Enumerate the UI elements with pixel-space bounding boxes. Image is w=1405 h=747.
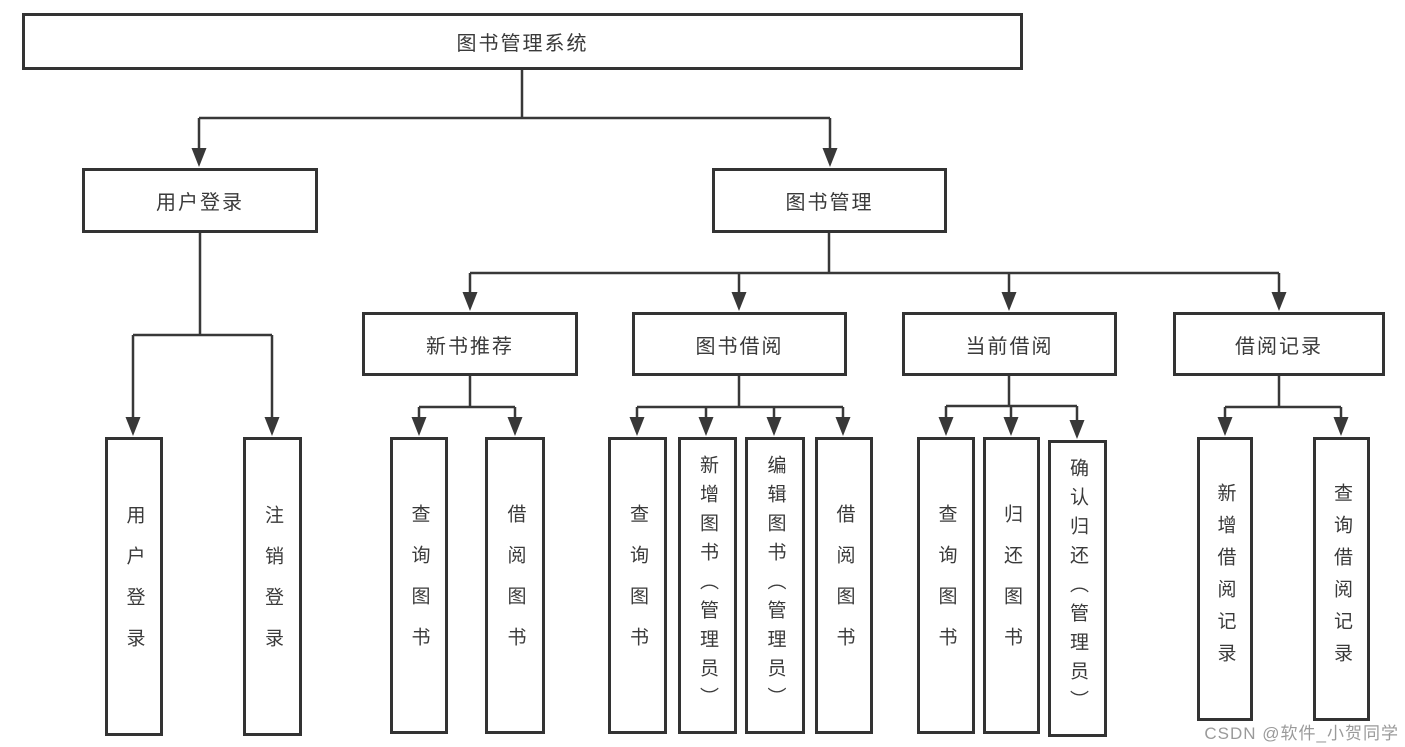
node-current-borrowing-label: 当前借阅 (965, 335, 1054, 358)
leaf-query-borrow-record-label: 查询借阅记录 (1331, 483, 1352, 675)
leaf-query-books-borrowing-label: 查询图书 (627, 503, 648, 668)
node-new-book-recommend-label: 新书推荐 (426, 335, 514, 358)
leaf-user-login: 用户登录 (105, 437, 163, 736)
arrowheads (125, 148, 1349, 439)
node-book-borrowing-label: 图书借阅 (695, 335, 784, 358)
node-user-login-label: 用户登录 (156, 192, 244, 214)
leaf-add-borrow-record-label: 新增借阅记录 (1214, 483, 1236, 675)
leaf-return-books-label: 归还图书 (1001, 503, 1022, 668)
node-borrowing-records: 借阅记录 (1173, 312, 1385, 376)
node-new-book-recommend: 新书推荐 (362, 312, 578, 376)
leaf-edit-books-admin: 编辑图书（管理员） (745, 437, 805, 734)
leaf-edit-books-admin-label: 编辑图书（管理员） (764, 455, 786, 716)
leaf-query-books-recommend: 查询图书 (390, 437, 448, 734)
leaf-query-books-borrowing: 查询图书 (608, 437, 667, 734)
leaf-return-books: 归还图书 (983, 437, 1040, 734)
node-current-borrowing: 当前借阅 (902, 312, 1117, 376)
leaf-borrow-books-recommend-label: 借阅图书 (504, 503, 526, 668)
leaf-confirm-return-admin-label: 确认归还（管理员） (1067, 458, 1088, 719)
leaf-query-borrow-record: 查询借阅记录 (1313, 437, 1370, 721)
leaf-add-books-admin-label: 新增图书（管理员） (697, 455, 718, 716)
leaf-logout-label: 注销登录 (262, 504, 283, 669)
node-user-login: 用户登录 (82, 168, 318, 233)
leaf-borrow-books-borrowing: 借阅图书 (815, 437, 873, 734)
leaf-confirm-return-admin: 确认归还（管理员） (1048, 440, 1107, 737)
node-root: 图书管理系统 (22, 13, 1023, 70)
leaf-add-borrow-record: 新增借阅记录 (1197, 437, 1253, 721)
leaf-query-books-recommend-label: 查询图书 (408, 503, 430, 668)
node-book-management-label: 图书管理 (785, 192, 874, 214)
csdn-watermark: CSDN @软件_小贺同学 (1204, 724, 1399, 743)
leaf-add-books-admin: 新增图书（管理员） (678, 437, 737, 734)
node-borrowing-records-label: 借阅记录 (1235, 335, 1323, 358)
leaf-borrow-books-recommend: 借阅图书 (485, 437, 545, 734)
leaf-borrow-books-borrowing-label: 借阅图书 (833, 503, 855, 668)
leaf-query-books-current-label: 查询图书 (935, 503, 957, 668)
node-book-management: 图书管理 (712, 168, 947, 233)
leaf-user-login-label: 用户登录 (123, 504, 145, 669)
leaf-logout: 注销登录 (243, 437, 302, 736)
node-book-borrowing: 图书借阅 (632, 312, 847, 376)
node-root-label: 图书管理系统 (456, 33, 589, 55)
leaf-query-books-current: 查询图书 (917, 437, 975, 734)
